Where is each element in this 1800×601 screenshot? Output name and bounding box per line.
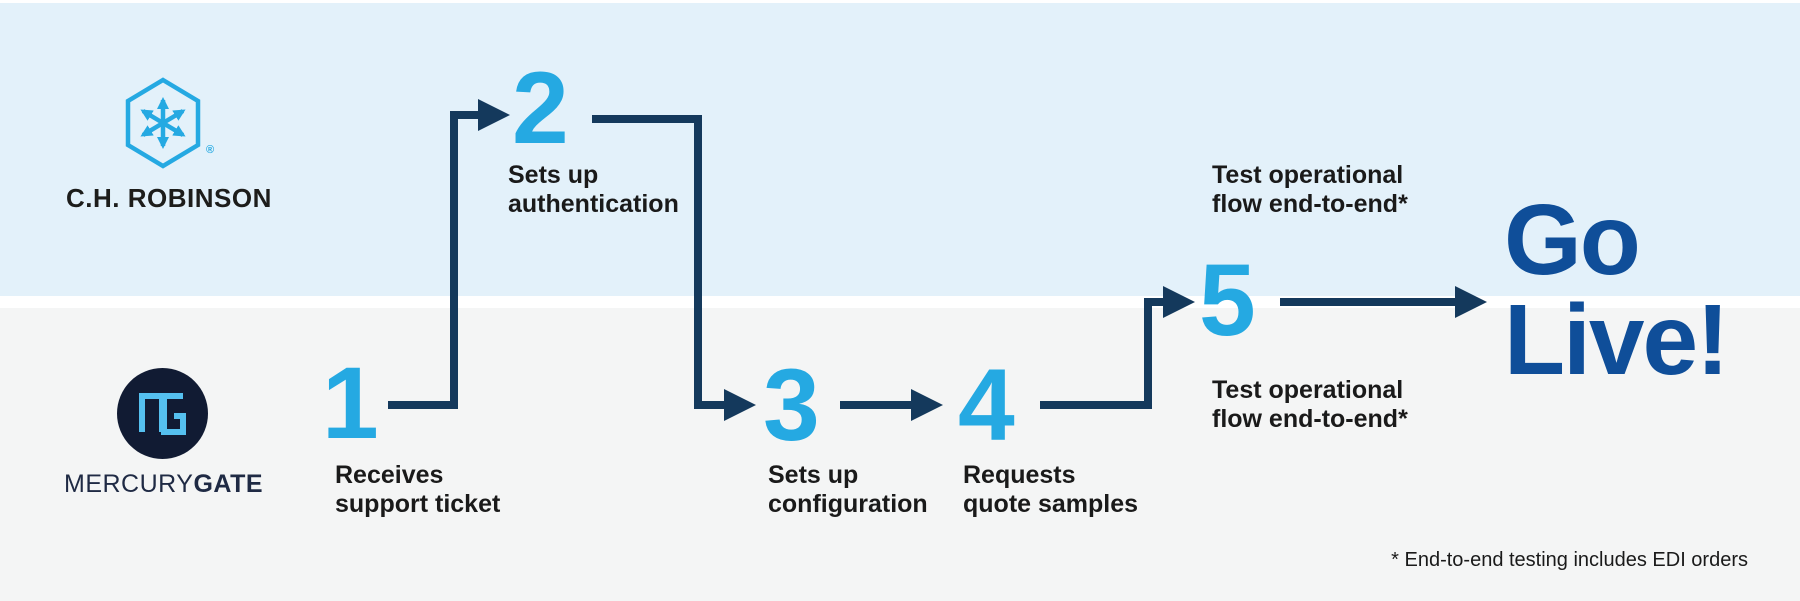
chr-wordmark: C.H. ROBINSON <box>66 183 272 213</box>
step-5-label-top: Test operational flow end-to-end* <box>1212 161 1408 218</box>
step-5-number: 5 <box>1199 243 1256 357</box>
step-3-number: 3 <box>763 348 820 462</box>
step-2-number: 2 <box>512 51 569 165</box>
footnote-text: * End-to-end testing includes EDI orders <box>1391 549 1748 571</box>
step-2-label: Sets up authentication <box>508 161 679 218</box>
step-5-label-bottom: Test operational flow end-to-end* <box>1212 376 1408 433</box>
step-4-number: 4 <box>958 348 1015 462</box>
step-1-number: 1 <box>322 346 379 460</box>
hexagon-arrows-icon <box>125 77 201 169</box>
mg-wordmark-gate: GATE <box>193 470 264 498</box>
mg-wordmark-mercury: MERCURY <box>64 470 194 498</box>
step-3-label: Sets up configuration <box>768 461 928 518</box>
step-4-label: Requests quote samples <box>963 461 1139 518</box>
lane-chrobinson-band <box>0 3 1800 296</box>
go-live-text: Go Live! <box>1504 184 1729 396</box>
lane-mercurygate-band <box>0 308 1800 601</box>
step-1-label: Receives support ticket <box>335 461 501 518</box>
registered-trademark: ® <box>206 144 215 156</box>
mg-wordmark: MERCURYGATE <box>64 470 263 499</box>
mg-monogram-circle-icon <box>117 368 208 459</box>
